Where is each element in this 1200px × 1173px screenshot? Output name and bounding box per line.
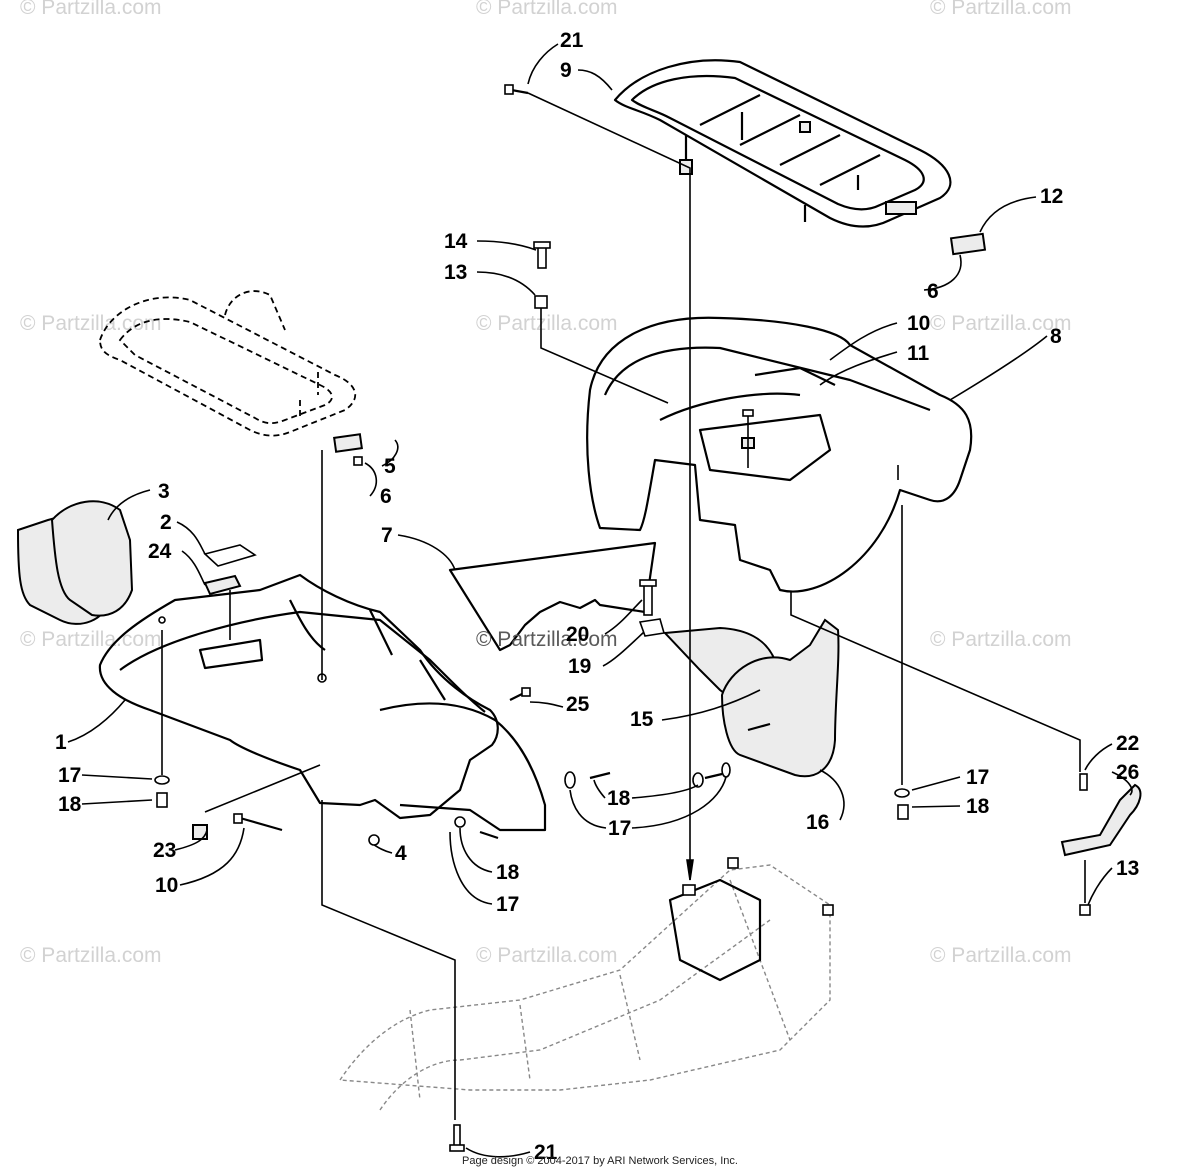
watermark: © Partzilla.com [930, 0, 1072, 19]
callout-21: 21 [534, 1141, 558, 1164]
cover-part [203, 544, 257, 567]
mud-flap-part [720, 618, 840, 778]
callout-25: 25 [566, 693, 590, 716]
callout-18: 18 [966, 795, 990, 818]
watermark: © Partzilla.com [20, 944, 162, 967]
watermark: © Partzilla.com [930, 628, 1072, 651]
frame-outline [338, 857, 834, 1111]
watermark: © Partzilla.com [20, 312, 162, 335]
leader-lines [67, 43, 1133, 1158]
callout-24: 24 [148, 540, 172, 563]
callout-16: 16 [806, 811, 830, 834]
watermark: © Partzilla.com [930, 312, 1072, 335]
callout-18: 18 [607, 787, 631, 810]
callout-5: 5 [384, 455, 396, 478]
watermark: © Partzilla.com [930, 944, 1072, 967]
seat-part [16, 500, 134, 625]
footer-copyright: Page design © 2004-2017 by ARI Network S… [462, 1155, 738, 1167]
callout-23: 23 [153, 839, 177, 862]
callout-22: 22 [1116, 732, 1140, 755]
callout-10: 10 [155, 874, 179, 897]
watermark: © Partzilla.com [476, 944, 618, 967]
callout-17: 17 [58, 764, 82, 787]
callout-26: 26 [1116, 761, 1140, 784]
callout-12: 12 [1040, 185, 1064, 208]
callout-14: 14 [444, 230, 468, 253]
front-fender-part [98, 573, 547, 832]
rear-fender-part [586, 316, 973, 593]
callout-13: 13 [1116, 857, 1140, 880]
callout-19: 19 [568, 655, 592, 678]
callout-17: 17 [496, 893, 520, 916]
ghost-rack-outline [99, 290, 356, 437]
callout-9: 9 [560, 59, 572, 82]
bracket-part [1060, 783, 1142, 857]
callout-11: 11 [907, 342, 930, 365]
watermark: © Partzilla.com [20, 628, 162, 651]
callout-18: 18 [58, 793, 82, 816]
callout-17: 17 [608, 817, 632, 840]
callout-2: 2 [160, 511, 172, 534]
rear-rack-part [613, 59, 952, 228]
callout-10: 10 [907, 312, 931, 335]
center-watermark: © Partzilla.com [476, 628, 618, 651]
callout-3: 3 [158, 480, 170, 503]
callout-4: 4 [395, 842, 407, 865]
callout-1: 1 [55, 731, 67, 754]
watermark: © Partzilla.com [476, 0, 618, 19]
callout-21: 21 [560, 29, 584, 52]
pad-part [949, 232, 987, 256]
callout-7: 7 [381, 524, 393, 547]
callout-6: 6 [380, 485, 392, 508]
watermark: © Partzilla.com [476, 312, 618, 335]
callout-8: 8 [1050, 325, 1062, 348]
callout-18: 18 [496, 861, 520, 884]
callout-6: 6 [927, 280, 939, 303]
callout-20: 20 [566, 623, 590, 646]
callout-17: 17 [966, 766, 990, 789]
watermark: © Partzilla.com [20, 0, 162, 19]
callout-13: 13 [444, 261, 468, 284]
callout-15: 15 [630, 708, 654, 731]
